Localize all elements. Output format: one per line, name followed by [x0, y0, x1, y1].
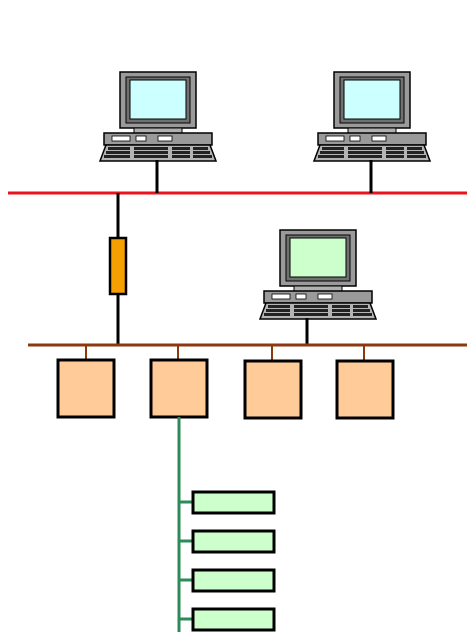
io-module-3 [191, 568, 276, 593]
io-module-4 [191, 607, 276, 632]
workstation-1 [99, 71, 217, 162]
controller-2 [149, 358, 209, 419]
workstation-2 [313, 71, 431, 162]
workstation-3 [259, 229, 377, 320]
controller-1 [56, 358, 116, 419]
controller-4 [335, 359, 395, 420]
io-module-2 [191, 529, 276, 554]
io-module-1 [191, 490, 276, 515]
gateway-icon [108, 236, 128, 296]
controller-3 [243, 359, 303, 420]
